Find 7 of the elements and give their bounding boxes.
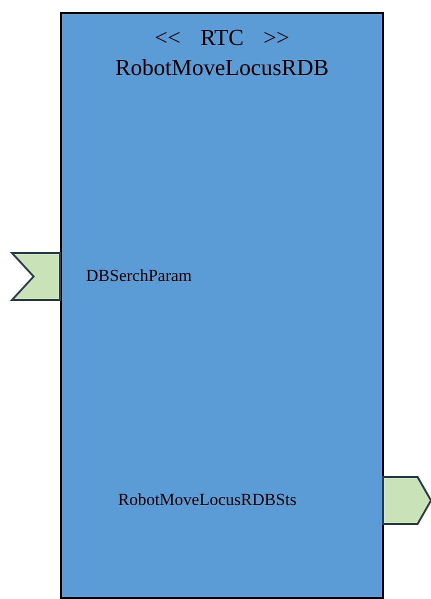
output-port (382, 476, 431, 525)
component-box (60, 12, 384, 599)
port-name: DBSerchParam (86, 266, 192, 286)
stereotype-label: << RTC >> (154, 24, 290, 52)
component-name: RobotMoveLocusRDB (114, 54, 330, 82)
port-name: RobotMoveLocusRDBSts (118, 490, 297, 510)
input-port (10, 252, 61, 301)
